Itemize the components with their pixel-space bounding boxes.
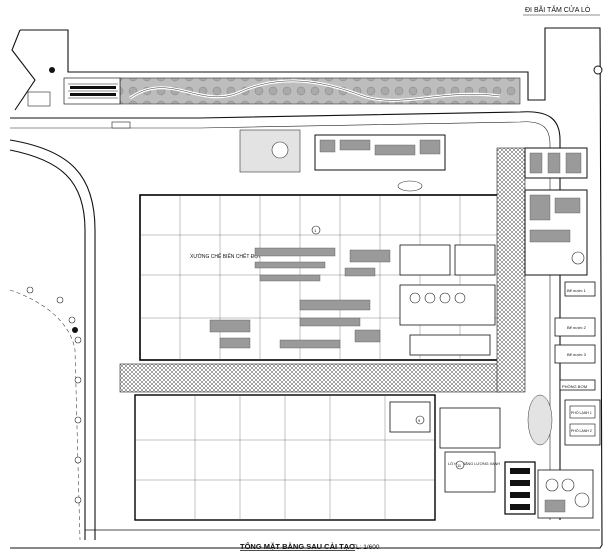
lower-warehouse-grid xyxy=(135,395,435,520)
water-tank-1-label: Bể nước 1 xyxy=(567,288,587,293)
guard-box xyxy=(111,121,131,129)
marker-label: 1 xyxy=(314,228,317,233)
green-belt-path-edge xyxy=(129,80,501,101)
office-block-detail xyxy=(319,139,441,156)
energy-zone xyxy=(444,451,496,493)
marker-label: 9 xyxy=(418,418,421,423)
parking-stalls xyxy=(68,83,118,99)
site-boundary-left xyxy=(11,29,36,111)
site-boundary xyxy=(10,27,603,549)
plan-scale: TL: 1/600 xyxy=(352,544,380,551)
main-hall-label: XƯỞNG CHẾ BIẾN CHẾT ĐỘT xyxy=(190,253,261,260)
road-label: ĐI BÃI TẮM CỬA LÒ xyxy=(525,5,591,14)
annex xyxy=(439,407,501,449)
water-tank-2-label: Bể nước 2 xyxy=(567,325,587,330)
processing-equipment xyxy=(209,247,391,349)
corridor-horizontal xyxy=(119,363,501,393)
water-tank-3-label: Bể nước 3 xyxy=(567,352,587,357)
utility-building-detail xyxy=(529,152,582,174)
corridor-vertical xyxy=(496,147,526,393)
left-curve-road xyxy=(9,289,81,541)
water-tank-3 xyxy=(554,344,596,364)
boundary-posts xyxy=(49,65,603,333)
boiler-block-detail xyxy=(510,468,530,510)
access-road-top xyxy=(10,111,561,520)
water-tank-1 xyxy=(564,281,596,297)
pond xyxy=(397,180,423,192)
plan-title: TỔNG MẶT BẰNG SAU CẢI TẠO xyxy=(240,542,355,551)
access-road-top-inner xyxy=(10,121,551,520)
circle-markers: 1 11 9 xyxy=(311,225,465,470)
water-tank-2 xyxy=(554,317,596,337)
gatehouse xyxy=(27,91,51,107)
access-road-inner xyxy=(9,149,86,540)
garden-fountain xyxy=(271,141,289,159)
treatment-plant-detail xyxy=(544,478,590,513)
garden-area xyxy=(239,129,301,173)
chiller-1-label: PHÒ LẠNH 1 xyxy=(571,410,592,415)
access-road-outer xyxy=(9,139,96,540)
pump-house-label: PHÒNG BƠM xyxy=(562,384,587,389)
tree-cluster-right xyxy=(527,394,553,446)
tree-markers-left xyxy=(26,286,82,504)
energy-zone-label: LÒ HƠI NĂNG LƯỢNG XANH xyxy=(448,461,500,466)
small-room xyxy=(389,401,431,433)
chiller-2-label: PHÒ LẠNH 2 xyxy=(571,428,592,433)
machine-room-detail xyxy=(529,194,585,265)
chiller-1 xyxy=(569,405,596,419)
marker-label: 11 xyxy=(457,463,462,468)
pump-house xyxy=(559,379,596,391)
chiller-2 xyxy=(569,423,596,437)
cold-room-block xyxy=(399,244,496,356)
